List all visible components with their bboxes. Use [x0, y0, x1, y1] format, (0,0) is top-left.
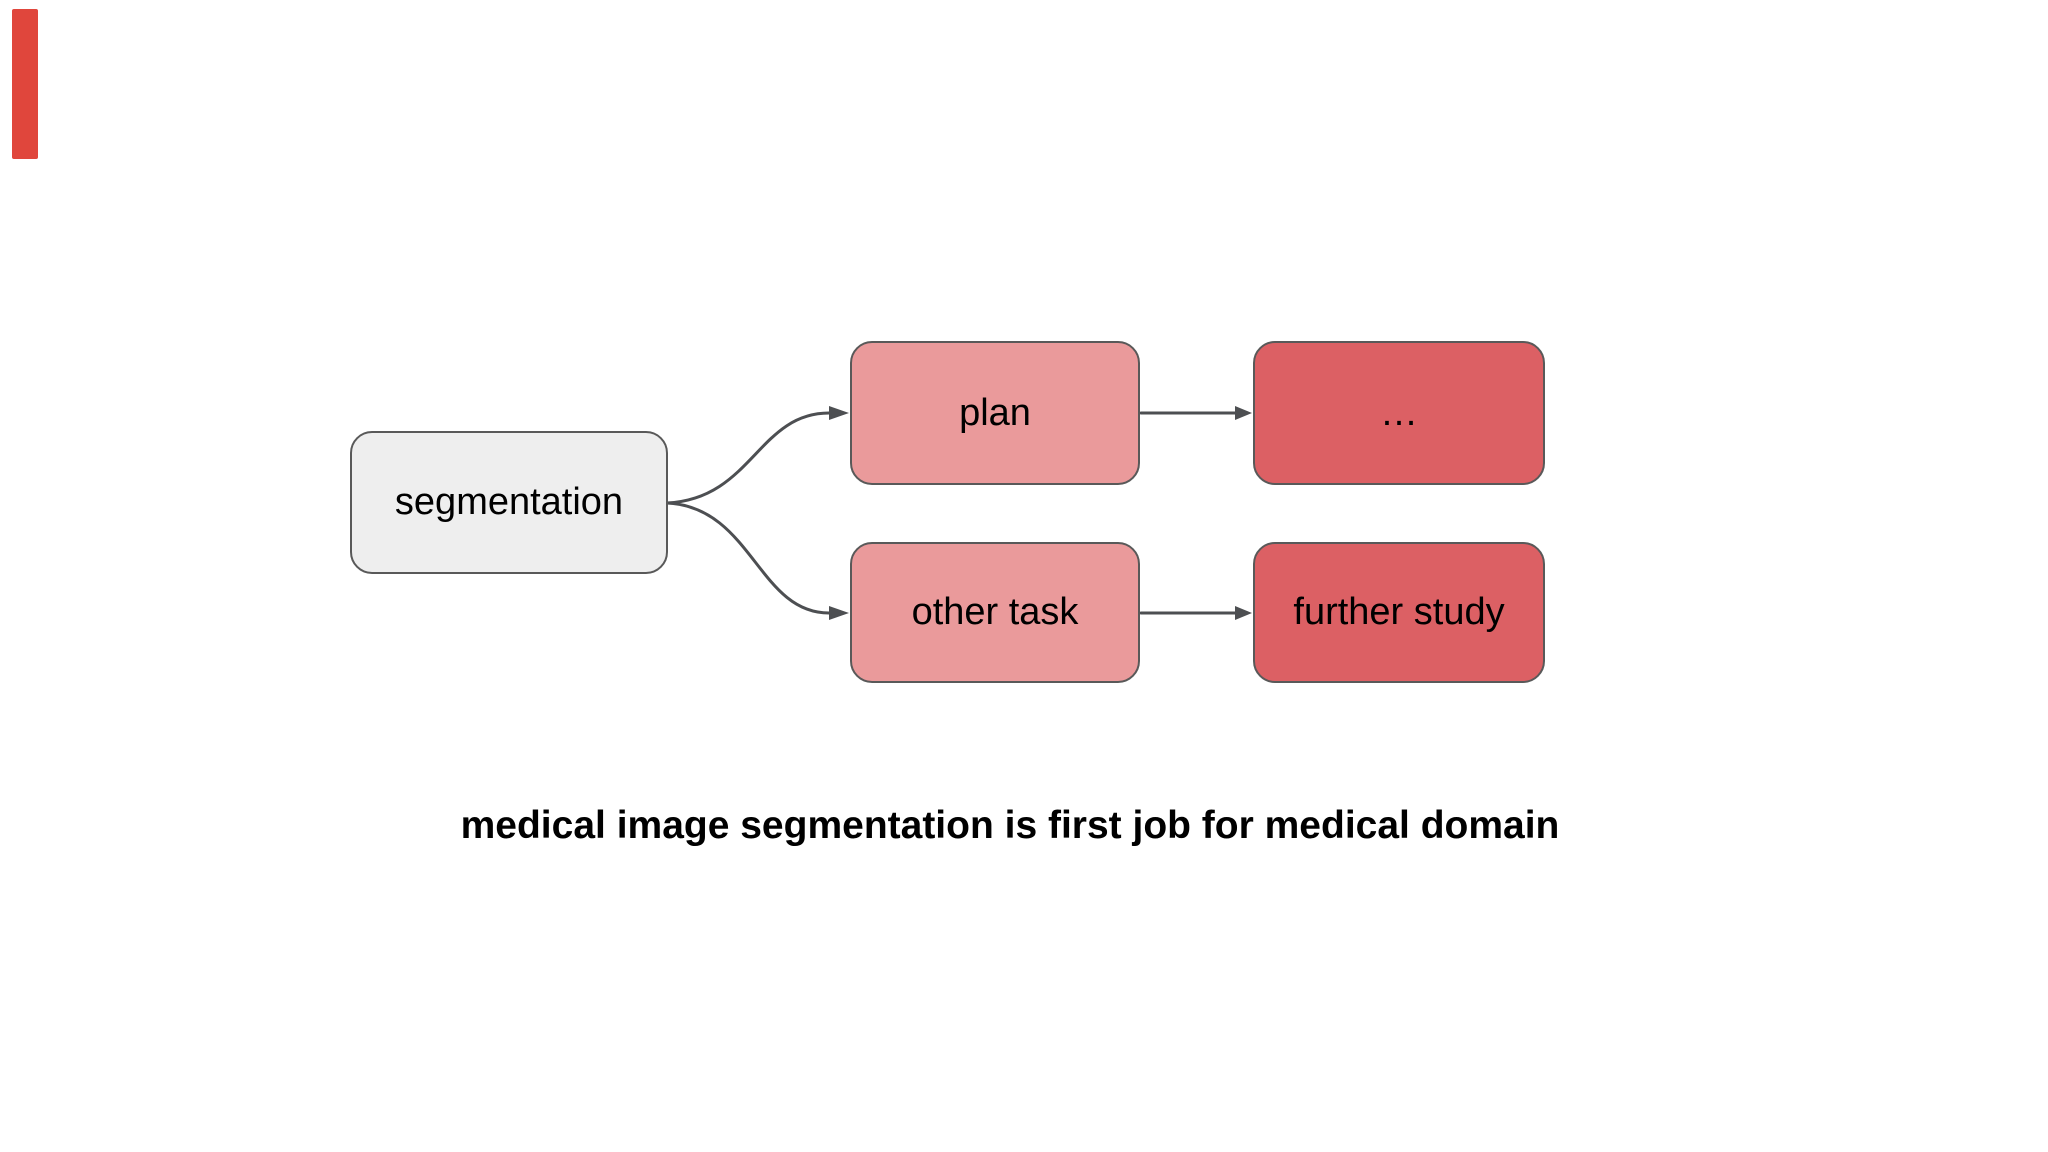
node-plan-label: plan — [959, 391, 1031, 434]
arrowhead-segmentation-to-plan — [829, 406, 849, 420]
arrowhead-other-task-to-further-study — [1235, 606, 1252, 620]
node-segmentation[interactable]: segmentation — [350, 431, 668, 574]
arrowhead-plan-to-ellipsis — [1235, 406, 1252, 420]
node-other-task[interactable]: other task — [850, 542, 1140, 683]
edge-segmentation-to-other-task — [665, 501, 831, 615]
edge-segmentation-to-plan — [665, 411, 831, 505]
node-ellipsis-label: … — [1380, 391, 1418, 434]
node-further-study-label: further study — [1293, 591, 1505, 633]
node-other-task-label: other task — [911, 591, 1079, 633]
node-plan[interactable]: plan — [850, 341, 1140, 485]
caption-text: medical image segmentation is first job … — [460, 804, 1560, 847]
red-accent-bar — [12, 9, 38, 159]
node-ellipsis[interactable]: … — [1253, 341, 1545, 485]
node-further-study[interactable]: further study — [1253, 542, 1545, 683]
node-segmentation-label: segmentation — [394, 481, 624, 523]
arrowhead-segmentation-to-other-task — [829, 606, 849, 620]
